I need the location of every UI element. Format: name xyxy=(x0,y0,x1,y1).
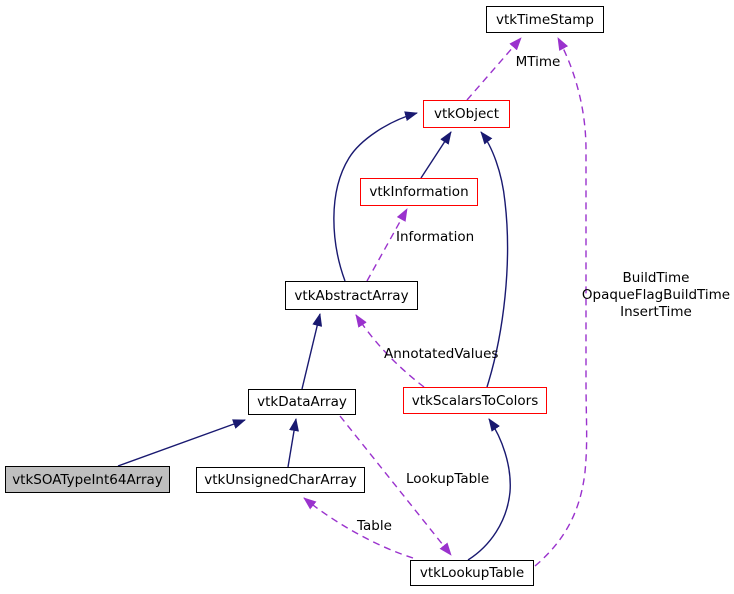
edge-usage-abstractarray-to-information xyxy=(366,208,408,282)
edge-label-inserttime: InsertTime xyxy=(620,304,692,320)
node-vtkscalarstocolors[interactable]: vtkScalarsToColors xyxy=(403,387,547,414)
edge-usage-scalarstocolors-to-abstractarray-annotatedvalues xyxy=(355,314,425,388)
edge-usage-lookuptable-to-unsignedchararray-table xyxy=(303,497,414,559)
edge-inheritance-information-to-object xyxy=(420,131,452,179)
edge-inheritance-abstractarray-to-object xyxy=(333,111,418,282)
edge-label-annotatedvalues: AnnotatedValues xyxy=(384,346,499,362)
edge-inheritance-scalarstocolors-to-object xyxy=(480,131,509,388)
node-vtkinformation[interactable]: vtkInformation xyxy=(360,178,478,206)
edge-inheritance-soatypeint64array-to-dataarray xyxy=(117,419,246,467)
node-vtksoatypeint64array: vtkSOATypeInt64Array xyxy=(5,466,170,493)
edge-label-lookuptable: LookupTable xyxy=(406,471,490,487)
node-vtkabstractarray[interactable]: vtkAbstractArray xyxy=(285,281,418,310)
edge-label-mtime: MTime xyxy=(515,54,561,70)
edge-inheritance-unsignedchararray-to-dataarray xyxy=(287,418,299,468)
node-vtklookuptable[interactable]: vtkLookupTable xyxy=(410,560,534,586)
node-vtkunsignedchararray[interactable]: vtkUnsignedCharArray xyxy=(196,467,365,493)
edge-label-table: Table xyxy=(357,518,392,534)
node-vtkdataarray[interactable]: vtkDataArray xyxy=(248,389,356,415)
edge-label-lookuptable-times: BuildTime OpaqueFlagBuildTime InsertTime xyxy=(578,270,734,321)
node-vtktimestamp[interactable]: vtkTimeStamp xyxy=(486,6,604,33)
edge-label-buildtime: BuildTime xyxy=(622,270,690,286)
node-vtkobject[interactable]: vtkObject xyxy=(423,100,510,128)
edge-usage-dataarray-to-lookuptable xyxy=(339,415,452,556)
edge-label-information: Information xyxy=(396,229,475,245)
edge-usage-lookuptable-to-timestamp-buildtimes xyxy=(534,37,588,567)
edge-inheritance-dataarray-to-abstractarray xyxy=(301,313,323,390)
edge-label-opaqueflagbuildtime: OpaqueFlagBuildTime xyxy=(581,287,731,303)
edge-usage-object-to-timestamp-mtime xyxy=(466,37,522,101)
edge-inheritance-lookuptable-to-scalarstocolors xyxy=(467,418,511,561)
